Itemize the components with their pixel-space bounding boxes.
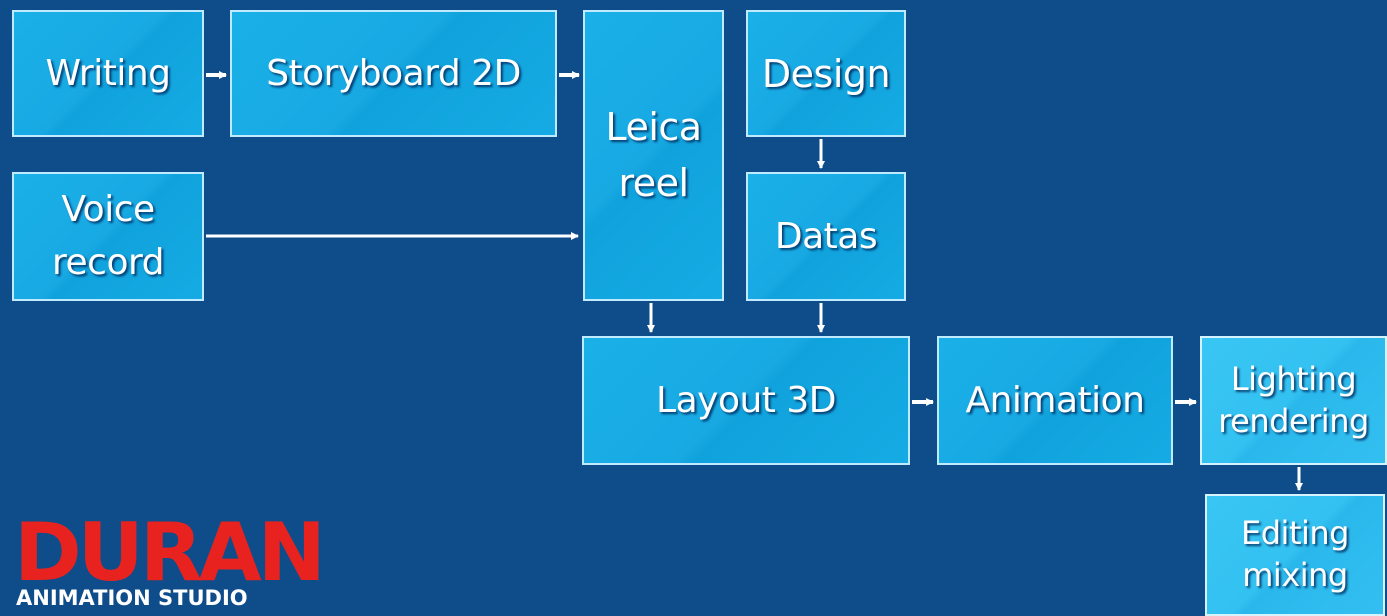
logo-wordmark: DURAN (14, 506, 326, 599)
node-layout-3d: Layout 3D (582, 336, 910, 465)
node-datas: Datas (746, 172, 906, 301)
node-lighting-rendering: Lighting rendering (1200, 336, 1387, 465)
duran-logo: DURAN ANIMATION STUDIO (14, 513, 326, 616)
node-animation-label: Animation (965, 380, 1145, 421)
node-voice-record: Voice record (12, 172, 204, 301)
node-layout-3d-label: Layout 3D (656, 380, 836, 421)
node-voice-record-label: Voice record (52, 189, 165, 283)
node-design-label: Design (761, 51, 891, 96)
node-animation: Animation (937, 336, 1173, 465)
node-storyboard-2d: Storyboard 2D (230, 10, 557, 137)
node-storyboard-2d-label: Storyboard 2D (266, 53, 521, 94)
node-design: Design (746, 10, 906, 137)
node-editing-mixing-label: Editing mixing (1241, 514, 1349, 594)
node-writing-label: Writing (45, 53, 171, 94)
node-leica-reel: Leica reel (583, 10, 724, 301)
node-leica-reel-label: Leica reel (605, 105, 702, 205)
node-writing: Writing (12, 10, 204, 137)
node-lighting-rendering-label: Lighting rendering (1218, 359, 1369, 440)
node-editing-mixing: Editing mixing (1205, 494, 1385, 616)
node-datas-label: Datas (774, 216, 878, 257)
logo-subtitle: ANIMATION STUDIO (16, 586, 248, 610)
